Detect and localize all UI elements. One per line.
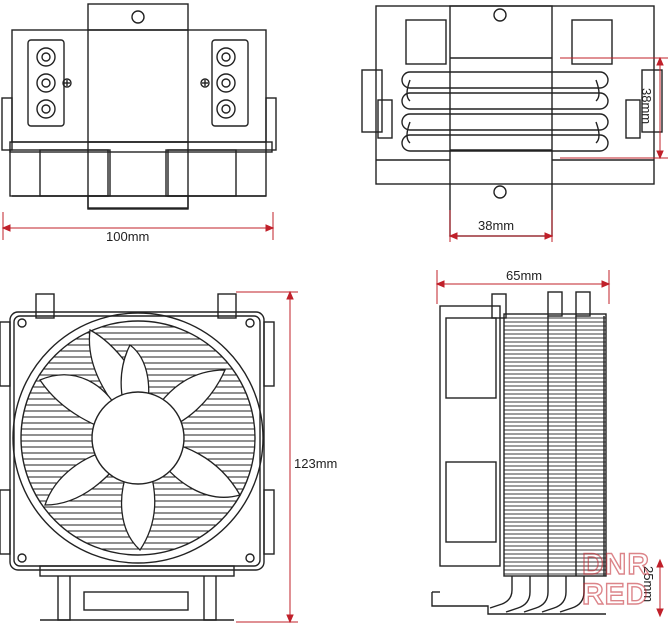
screw-hole-icon [493,185,507,199]
side-view-heatsink-center [87,3,189,210]
screw-hole-icon [493,8,507,22]
hole-icon [36,47,56,67]
hole-icon [216,99,236,119]
corner-screw-icon [245,553,255,563]
screw-icon [200,78,210,88]
top-view-top-right [361,5,663,237]
corner-screw-icon [17,318,27,328]
fan-frame [9,311,265,571]
dimension-width-top [448,210,554,242]
heatpipe [401,113,609,131]
corner-screw-icon [245,318,255,328]
hole-icon [216,73,236,93]
dimension-height-front [236,290,298,624]
dimension-label-small-right: 25mm [641,566,656,602]
dimension-label-width-top: 38mm [478,218,514,233]
heatpipe [401,134,609,152]
side-view-top-left [1,3,277,210]
watermark-logo: DNR RED [581,547,650,611]
dimension-depth-side [435,270,611,304]
fan-hub [91,391,185,485]
hole-icon [216,47,236,67]
dimension-label-depth-side: 65mm [506,268,542,283]
fan-ring [12,312,264,564]
heatpipe [401,92,609,110]
hole-icon [36,99,56,119]
fin-stack [503,313,607,577]
screw-hole-icon [131,10,145,24]
hole-icon [36,73,56,93]
watermark-line1: DNR [582,548,650,581]
dimension-label-height-front: 123mm [294,456,337,471]
screw-icon [62,78,72,88]
dimension-label-width-side: 100mm [106,229,149,244]
dimension-height-top [560,56,668,160]
dimension-label-height-top: 38mm [639,88,654,124]
corner-screw-icon [17,553,27,563]
dimension-width-side [1,212,275,240]
front-view-bottom-left [0,293,275,621]
side-view-bottom-right [431,291,607,615]
dimension-small-right [656,558,664,618]
heatpipe [401,71,609,89]
watermark-line2: RED [582,578,648,611]
